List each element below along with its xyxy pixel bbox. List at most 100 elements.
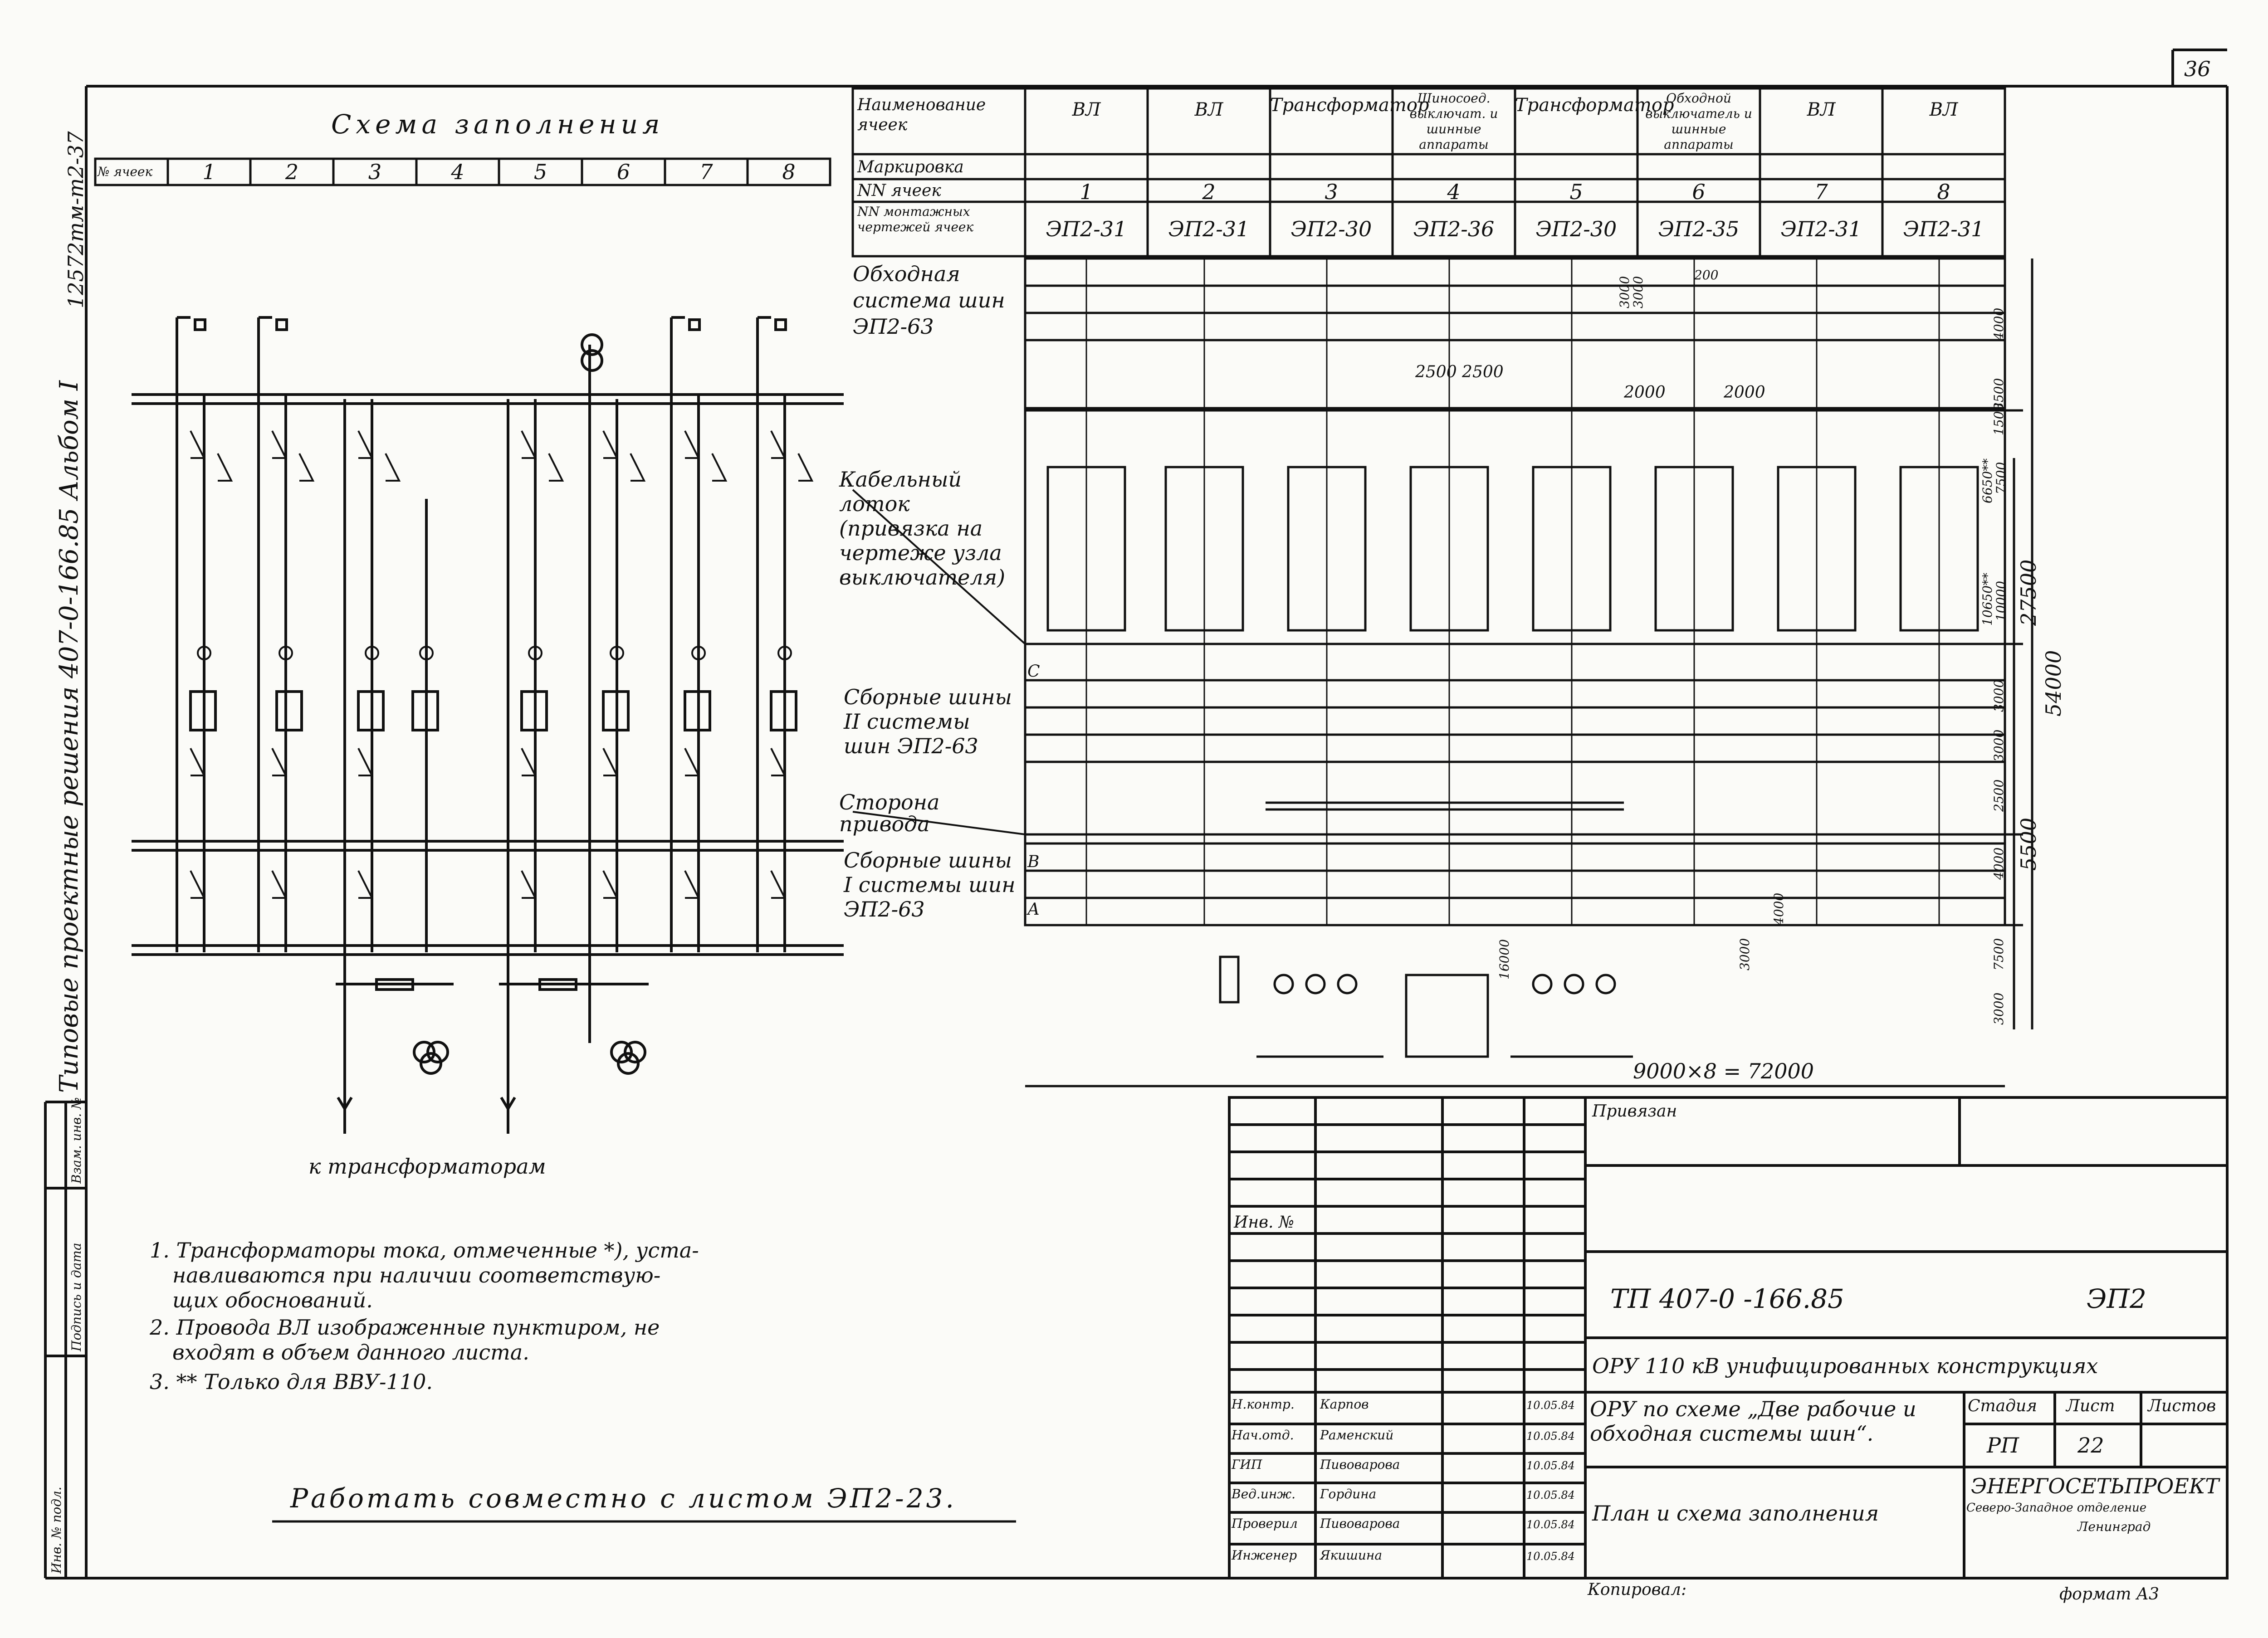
scheme-title: Схема заполнения: [331, 109, 665, 140]
scheme-cell-6: 6: [616, 160, 631, 184]
dim-3000-f: 3000: [1737, 938, 1752, 970]
scheme-row-label: № ячеек: [98, 164, 153, 179]
row-letter-b: В: [1027, 853, 1040, 871]
dim-5500: 5500: [2016, 817, 2041, 871]
label-bypass-bus: Обходная система шин ЭП2-63: [853, 262, 1005, 339]
dim-4000-b: 4000: [1991, 847, 2006, 880]
tb-sheet-value: 22: [2077, 1433, 2104, 1458]
scheme-cell-2: 2: [285, 160, 299, 184]
tb-role-4: Вед.инж.: [1232, 1487, 1295, 1502]
dim-3000-a: 3000: [1617, 276, 1632, 308]
tb-project: ОРУ 110 кВ унифицированных конструкциях: [1592, 1354, 2098, 1378]
cell-number-6: 6: [1692, 180, 1706, 204]
cell-drawing-8: ЭП2-31: [1903, 217, 1984, 241]
scheme-cell-5: 5: [533, 160, 547, 184]
label-bus-2: Сборные шины II системы шин ЭП2-63: [844, 685, 1012, 758]
cell-drawing-3: ЭП2-30: [1290, 217, 1372, 241]
row-label-names: Наименование ячеек: [857, 96, 986, 134]
album-title-vertical: Типовые проектные решения 407-0-166.85 А…: [54, 380, 84, 1093]
dim-10000: 10000: [1994, 580, 2009, 621]
tb-sheets-label: Листов: [2148, 1397, 2216, 1415]
cell-drawing-1: ЭП2-31: [1046, 217, 1127, 241]
dim-7500-b: 7500: [1991, 938, 2006, 970]
cell-number-7: 7: [1814, 180, 1828, 204]
scheme-cell-8: 8: [782, 160, 796, 184]
note-line-5: входят в объем данного листа.: [172, 1340, 529, 1365]
dim-1500: 1500: [1991, 403, 2006, 435]
tb-format: формат А3: [2059, 1585, 2159, 1604]
tb-name-5: Пивоварова: [1320, 1516, 1400, 1531]
row-label-drawings: NN монтажных чертежей ячеек: [857, 204, 974, 234]
dim-10650: 10650**: [1980, 572, 1995, 626]
label-cable-tray: Кабельный лоток (привязка на чертеже узл…: [839, 467, 1006, 590]
scheme-cell-3: 3: [368, 160, 382, 184]
sheet-corner-number: 36: [2184, 57, 2211, 81]
dim-54000: 54000: [2041, 650, 2066, 717]
tb-copied: Копировал:: [1588, 1580, 1687, 1599]
tb-date-3: 10.05.84: [1526, 1459, 1575, 1472]
cell-name-3: Трансформатор: [1270, 95, 1429, 116]
tb-privyazan: Привязан: [1592, 1102, 1677, 1121]
tb-org-branch: Северо-Западное отделение: [1966, 1501, 2147, 1515]
dim-3000-b: 3000: [1631, 276, 1646, 308]
note-line-4: 2. Провода ВЛ изображенные пунктиром, не: [150, 1315, 660, 1340]
dim-200: 200: [1694, 268, 1719, 283]
cell-name-4: Шиносоед. выключат. и шинные аппараты: [1409, 91, 1498, 152]
scheme-cell-1: 1: [202, 160, 216, 184]
dim-6650: 6650**: [1980, 458, 1995, 503]
tb-doc-mark: ЭП2: [2087, 1283, 2146, 1314]
dim-3000-c: 3000: [1991, 679, 2006, 712]
tb-stage-value: РП: [1987, 1433, 2019, 1458]
cell-name-5: Трансформатор: [1515, 95, 1674, 116]
tb-role-1: Н.контр.: [1232, 1397, 1295, 1412]
label-drive-side: Сторона привода: [839, 790, 940, 836]
dim-2500-pair: 2500 2500: [1415, 363, 1504, 381]
tb-name-4: Гордина: [1320, 1487, 1377, 1502]
note-line-6: 3. ** Только для ВВУ-110.: [150, 1370, 433, 1394]
tb-description: ОРУ по схеме „Две рабочие и обходная сис…: [1590, 1397, 1916, 1446]
dim-16000: 16000: [1497, 939, 1512, 980]
cell-drawing-2: ЭП2-31: [1168, 217, 1250, 241]
cell-number-3: 3: [1325, 180, 1338, 204]
note-line-2: навливаются при наличии соответствую-: [172, 1263, 661, 1287]
tb-date-5: 10.05.84: [1526, 1518, 1575, 1531]
tb-role-2: Нач.отд.: [1232, 1428, 1294, 1443]
stamp-signature-date: Подпись и дата: [69, 1243, 84, 1351]
to-transformers-label: к трансформаторам: [308, 1154, 546, 1179]
cell-number-8: 8: [1937, 180, 1950, 204]
cell-number-1: 1: [1080, 180, 1093, 204]
dim-4000: 4000: [1991, 307, 2006, 340]
tb-sheet-title: План и схема заполнения: [1592, 1501, 1879, 1526]
row-letter-c: С: [1027, 662, 1040, 681]
tb-role-5: Проверил: [1232, 1516, 1298, 1531]
tb-name-6: Якишина: [1320, 1548, 1383, 1563]
cell-number-4: 4: [1447, 180, 1461, 204]
row-label-numbers: NN ячеек: [857, 181, 941, 200]
tb-stage-label: Стадия: [1968, 1397, 2037, 1415]
tb-date-6: 10.05.84: [1526, 1550, 1575, 1563]
row-letter-a: А: [1027, 900, 1040, 919]
label-bus-1: Сборные шины I системы шин ЭП2-63: [844, 848, 1016, 921]
note-line-1: 1. Трансформаторы тока, отмеченные *), у…: [150, 1238, 699, 1263]
cell-name-8: ВЛ: [1929, 99, 1958, 120]
cell-number-2: 2: [1202, 180, 1216, 204]
tb-role-3: ГИП: [1232, 1457, 1262, 1472]
dim-7500-a: 7500: [1994, 462, 2009, 494]
cell-name-1: ВЛ: [1072, 99, 1101, 120]
cell-name-2: ВЛ: [1194, 99, 1223, 120]
tb-role-6: Инженер: [1232, 1548, 1297, 1563]
tb-org-city: Ленинград: [2077, 1519, 2151, 1534]
cell-drawing-7: ЭП2-31: [1780, 217, 1862, 241]
stamp-replaces-inv: Взам. инв. №: [69, 1097, 84, 1184]
stamp-inv-no: Инв. № подл.: [49, 1487, 64, 1574]
tb-inv-no: Инв. №: [1234, 1213, 1295, 1232]
dim-2000-right: 2000: [1724, 383, 1765, 402]
tb-name-2: Раменский: [1320, 1428, 1394, 1443]
tb-date-2: 10.05.84: [1526, 1430, 1575, 1443]
dim-bottom-total: 9000×8 = 72000: [1633, 1059, 1814, 1083]
tb-sheet-label: Лист: [2066, 1397, 2115, 1415]
scheme-cell-4: 4: [451, 160, 464, 184]
work-together-note: Работать совместно с листом ЭП2-23.: [290, 1483, 957, 1514]
row-label-marking: Маркировка: [857, 158, 964, 176]
tb-doc-code: ТП 407-0 -166.85: [1610, 1283, 1844, 1314]
